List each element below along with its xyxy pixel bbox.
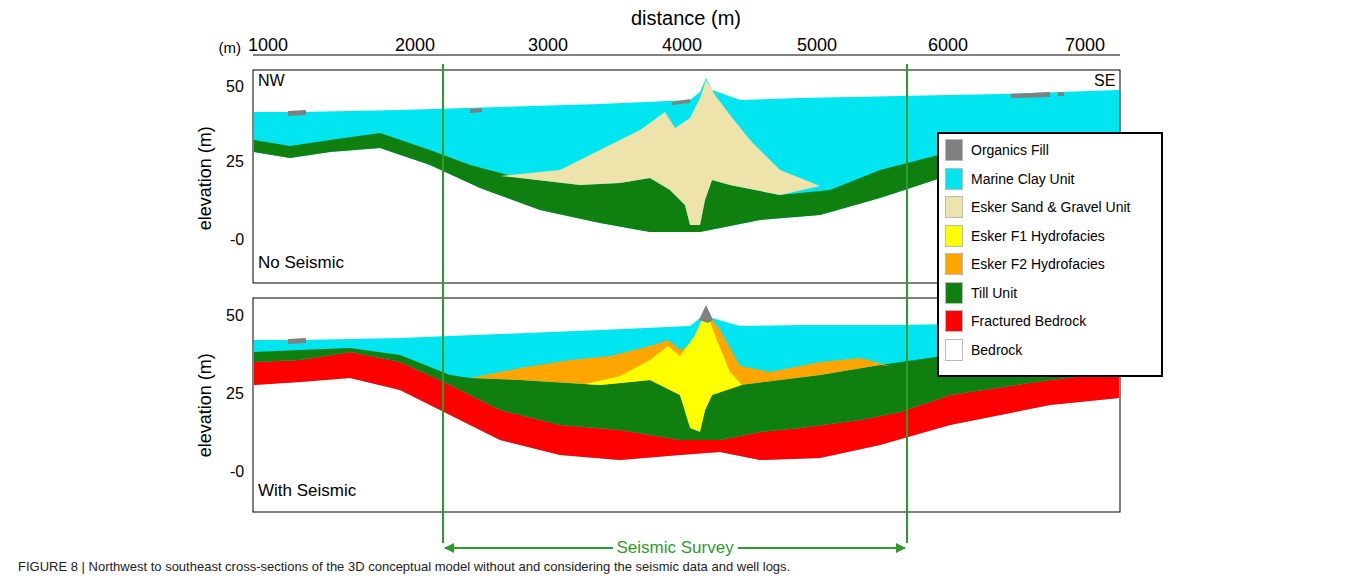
direction-label: SE [1094,72,1115,90]
legend-label: Fractured Bedrock [971,313,1086,329]
panel-label: No Seismic [258,253,344,273]
axis-title: elevation (m) [195,126,216,230]
tick-label: 5000 [797,35,837,56]
legend-swatch [945,168,963,190]
legend-label: Esker F2 Hydrofacies [971,256,1105,272]
tick-label: 6000 [928,35,968,56]
tick-label: 3000 [528,35,568,56]
survey-label: Seismic Survey [613,538,738,558]
tick-label: 4000 [662,35,702,56]
panel-label: With Seismic [258,481,356,501]
axis-title: elevation (m) [195,353,216,457]
legend-label: Organics Fill [971,142,1049,158]
axis-line [253,55,1120,56]
tick-label: 1000 [248,35,288,56]
legend-box: Organics FillMarine Clay UnitEsker Sand … [937,132,1163,377]
legend-swatch [945,310,963,332]
tick-label: 50 [226,78,244,96]
legend-swatch [945,225,963,247]
legend-swatch [945,139,963,161]
tick-label: -0 [230,463,244,481]
legend-swatch [945,253,963,275]
legend-label: Esker Sand & Gravel Unit [971,199,1131,215]
legend-label: Esker F1 Hydrofacies [971,228,1105,244]
legend-swatch [945,339,963,361]
tick-label: 25 [226,385,244,403]
tick-label: 2000 [395,35,435,56]
axis-unit: (m) [219,39,242,56]
legend-label: Marine Clay Unit [971,171,1074,187]
tick-label: -0 [230,231,244,249]
figure-caption: FIGURE 8 | Northwest to southeast cross-… [18,560,790,575]
direction-label: NW [258,72,285,90]
legend-label: Bedrock [971,342,1022,358]
seismic-survey-marker [443,64,907,548]
tick-label: 7000 [1065,35,1105,56]
tick-label: 50 [226,307,244,325]
tick-label: 25 [226,153,244,171]
axis-title: distance (m) [631,7,741,30]
legend-swatch [945,196,963,218]
legend-swatch [945,282,963,304]
legend-label: Till Unit [971,285,1017,301]
